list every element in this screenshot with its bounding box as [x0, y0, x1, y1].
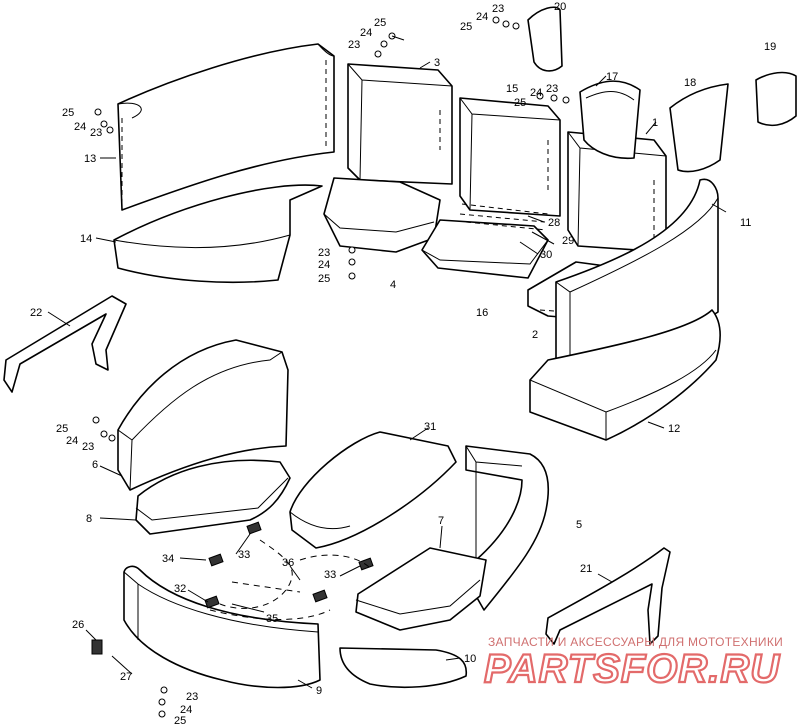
part-15-back-cushion: [459, 97, 561, 217]
callout-4: 4: [390, 279, 396, 291]
watermark-caption: ЗАПЧАСТИ И АКСЕССУАРЫ ДЛЯ МОТОТЕХНИКИ: [488, 635, 783, 649]
part-3-back-cushion: [347, 63, 453, 185]
callout-25-15: 25: [514, 97, 526, 109]
screw-set-4: [348, 246, 356, 280]
part-16-seat-cushion: [421, 219, 549, 279]
part-13-curved-backrest: [117, 43, 335, 211]
part-12-curved-seat: [529, 309, 721, 441]
callout-30: 30: [540, 249, 552, 261]
callout-17: 17: [606, 71, 618, 83]
screw-set-13: [94, 108, 114, 134]
callout-18: 18: [684, 77, 696, 89]
callout-25-6: 25: [56, 423, 68, 435]
hinge-dashed-guides: [209, 539, 373, 620]
watermark: ЗАПЧАСТИ И АКСЕССУАРЫ ДЛЯ МОТОТЕХНИКИ PA…: [483, 635, 783, 692]
callout-24-20: 24: [476, 11, 488, 23]
callout-28: 28: [548, 217, 560, 229]
callout-23-top: 23: [348, 39, 360, 51]
screw-set-20: [492, 16, 520, 30]
part-20-back-plate: [527, 6, 563, 72]
callout-25-top: 25: [374, 17, 386, 29]
callout-33-b: 33: [324, 569, 336, 581]
callout-29: 29: [562, 235, 574, 247]
callout-12: 12: [668, 423, 680, 435]
callout-24-9: 24: [180, 704, 192, 716]
callout-13: 13: [84, 153, 96, 165]
part-7-seat-cushion: [355, 547, 487, 631]
callout-14: 14: [80, 233, 92, 245]
callout-5: 5: [576, 519, 582, 531]
callout-24-13: 24: [74, 121, 86, 133]
part-9-curved-panel: [123, 565, 321, 689]
screw-set-top: [374, 32, 405, 58]
part-5-curved-backrest: [465, 445, 550, 611]
callout-33-a: 33: [238, 549, 250, 561]
callout-19: 19: [764, 41, 776, 53]
callout-9: 9: [316, 685, 322, 697]
callout-36: 36: [282, 557, 294, 569]
callout-23-6: 23: [82, 441, 94, 453]
callout-35: 35: [266, 613, 278, 625]
watermark-logo: PARTSFOR.RU: [484, 647, 780, 691]
callout-23-15: 23: [546, 83, 558, 95]
callout-21: 21: [580, 563, 592, 575]
callout-26: 26: [72, 619, 84, 631]
callout-2: 2: [532, 329, 538, 341]
callout-24-top: 24: [360, 27, 372, 39]
hardware-fasteners: [91, 16, 570, 718]
part-8-seat-cushion: [135, 459, 291, 535]
callout-27: 27: [120, 671, 132, 683]
callout-15: 15: [506, 83, 518, 95]
screw-set-15: [536, 92, 570, 104]
part-4-seat-cushion: [323, 177, 441, 253]
callout-25-4: 25: [318, 273, 330, 285]
screw-set-6: [92, 416, 116, 442]
callout-34: 34: [162, 553, 174, 565]
hinge-brackets: [91, 521, 374, 655]
callout-20: 20: [554, 1, 566, 13]
callout-7: 7: [438, 515, 444, 527]
part-18-back-plate: [669, 83, 729, 173]
callout-24-4: 24: [318, 259, 330, 271]
callout-labels: 1 2 3 4 5 6 7 8 9 10 11 12 13 14 15 16 1…: [30, 1, 776, 727]
part-19-back-plate: [755, 71, 797, 127]
callout-22: 22: [30, 307, 42, 319]
callout-31: 31: [424, 421, 436, 433]
part-31-oval-seat: [289, 431, 457, 549]
callout-32: 32: [174, 583, 186, 595]
callout-23-13: 23: [90, 127, 102, 139]
callout-23-20: 23: [492, 3, 504, 15]
callout-3: 3: [434, 57, 440, 69]
callout-25-13: 25: [62, 107, 74, 119]
part-22-side-trim: [3, 295, 127, 393]
callout-23-9: 23: [186, 691, 198, 703]
callout-24-6: 24: [66, 435, 78, 447]
callout-6: 6: [92, 459, 98, 471]
callout-23-4: 23: [318, 247, 330, 259]
callout-11: 11: [740, 217, 751, 229]
callout-8: 8: [86, 513, 92, 525]
part-14-curved-seat: [113, 184, 323, 284]
callout-1: 1: [652, 117, 658, 129]
part-21-side-trim: [545, 547, 671, 645]
part-28-29-30-strip: [459, 203, 549, 231]
leader-lines: [47, 61, 727, 689]
callout-16: 16: [476, 307, 488, 319]
screw-set-9: [158, 686, 168, 718]
part-6-curved-backrest: [117, 339, 289, 491]
callout-25-20: 25: [460, 21, 472, 33]
callout-25-9: 25: [174, 715, 186, 727]
callout-24-15: 24: [530, 87, 542, 99]
callout-10: 10: [464, 653, 476, 665]
part-10-pad: [339, 647, 468, 689]
